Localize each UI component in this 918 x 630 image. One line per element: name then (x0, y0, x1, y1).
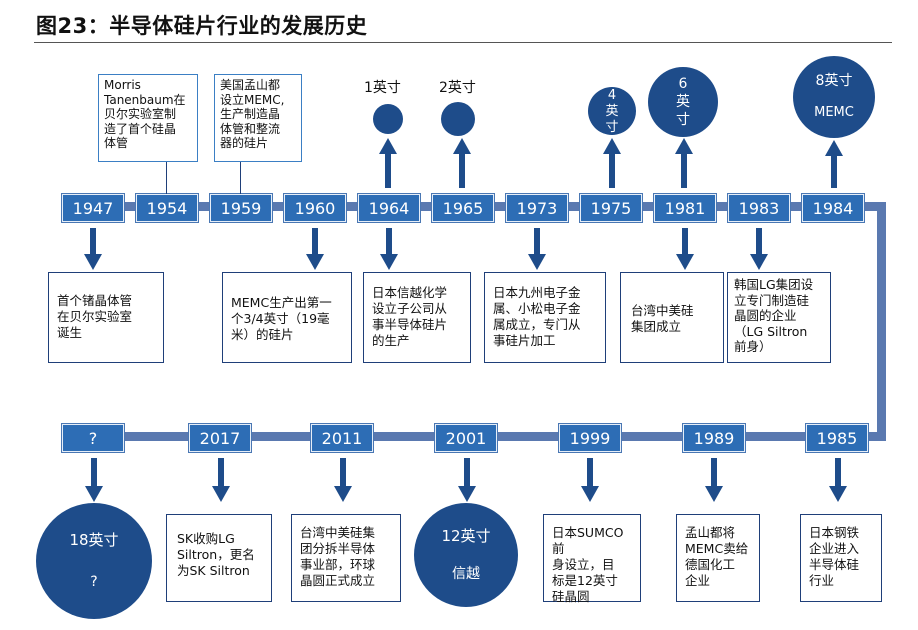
arrow-down-1999 (581, 458, 599, 502)
arrow-up-1964 (379, 138, 397, 188)
wafer-circle-1964 (373, 104, 403, 134)
arrow-up-1965 (453, 138, 471, 188)
size-label-1965: 2英寸 (439, 80, 476, 96)
note-1999: 日本SUMCO前 身设立，目 标是12英寸 硅晶圆 (543, 514, 641, 604)
note-1959: 美国孟山都 设立MEMC, 生产制造晶 体管和整流 器的硅片 (214, 74, 302, 162)
arrow-down-1989 (705, 458, 723, 502)
arrow-down-2011 (334, 458, 352, 502)
year-1960: 1960 (284, 194, 346, 222)
note-1960: MEMC生产出第一 个3/4英寸（19毫 米）的硅片 (222, 272, 352, 363)
wafer-size-1975: 4 英 寸 (605, 88, 619, 135)
arrow-down-1947 (84, 228, 102, 270)
page-title: 图23：半导体硅片行业的发展历史 (36, 14, 368, 38)
timeline-track-connector (877, 202, 886, 441)
year-1989: 1989 (683, 424, 745, 452)
year-1975: 1975 (580, 194, 642, 222)
year-1954: 1954 (136, 194, 198, 222)
wafer-size-18inch: 18英寸 (69, 531, 119, 549)
size-label-1964: 1英寸 (364, 80, 401, 96)
year-2017: 2017 (189, 424, 251, 452)
arrow-down-1973 (528, 228, 546, 270)
connector-1959 (240, 162, 242, 194)
note-1973: 日本九州电子金 属、小松电子金 属成立，专门从 事硅片加工 (484, 272, 606, 363)
connector-1954 (166, 162, 168, 194)
note-1989: 孟山都将 MEMC卖给 德国化工 企业 (676, 514, 760, 602)
arrow-down-1960 (306, 228, 324, 270)
year-1947: 1947 (62, 194, 124, 222)
wafer-company-1984: MEMC (814, 105, 854, 120)
wafer-circle-1981: 6 英 寸 (648, 67, 718, 137)
year-1973: 1973 (506, 194, 568, 222)
year-1999: 1999 (559, 424, 621, 452)
year-1985: 1985 (806, 424, 868, 452)
wafer-circle-18inch: 18英寸 ? (36, 503, 152, 619)
note-1947: 首个锗晶体管 在贝尔实验室 诞生 (48, 272, 164, 363)
note-1964: 日本信越化学 设立子公司从 事半导体硅片 的生产 (363, 272, 471, 363)
year-1981: 1981 (654, 194, 716, 222)
arrow-down-1964 (380, 228, 398, 270)
arrow-down-unknown (85, 458, 103, 502)
title-divider (34, 42, 892, 43)
wafer-size-1981: 6 英 寸 (676, 76, 690, 128)
year-1965: 1965 (432, 194, 494, 222)
arrow-up-1981 (675, 138, 693, 188)
arrow-up-1975 (603, 138, 621, 188)
year-1983: 1983 (728, 194, 790, 222)
year-1984: 1984 (802, 194, 864, 222)
arrow-down-1985 (829, 458, 847, 502)
wafer-circle-1984: 8英寸 MEMC (793, 56, 875, 138)
arrow-down-1981 (676, 228, 694, 270)
wafer-size-2001: 12英寸 (441, 527, 491, 545)
note-1983: 韩国LG集团设 立专门制造硅 晶圆的企业 （LG Siltron 前身） (727, 272, 831, 363)
wafer-company-18inch: ? (90, 574, 98, 590)
note-2017: SK收购LG Siltron，更名 为SK Siltron (166, 514, 272, 602)
arrow-down-1983 (750, 228, 768, 270)
year-2011: 2011 (311, 424, 373, 452)
year-2001: 2001 (435, 424, 497, 452)
note-1985: 日本钢铁 企业进入 半导体硅 行业 (800, 514, 882, 602)
arrow-up-1984 (825, 140, 843, 188)
year-unknown: ? (62, 424, 124, 452)
arrow-down-2017 (212, 458, 230, 502)
wafer-company-2001: 信越 (452, 566, 480, 582)
wafer-circle-1975: 4 英 寸 (588, 87, 636, 135)
note-1954: Morris Tanenbaum在 贝尔实验室制 造了首个硅晶 体管 (98, 74, 198, 162)
wafer-circle-1965 (441, 102, 475, 136)
wafer-circle-2001: 12英寸 信越 (414, 503, 518, 607)
note-1981: 台湾中美硅 集团成立 (620, 272, 724, 363)
year-1959: 1959 (210, 194, 272, 222)
note-2011: 台湾中美硅集 团分拆半导体 事业部，环球 晶圆正式成立 (291, 514, 401, 602)
wafer-size-1984: 8英寸 (815, 73, 853, 89)
year-1964: 1964 (358, 194, 420, 222)
arrow-down-2001 (458, 458, 476, 502)
